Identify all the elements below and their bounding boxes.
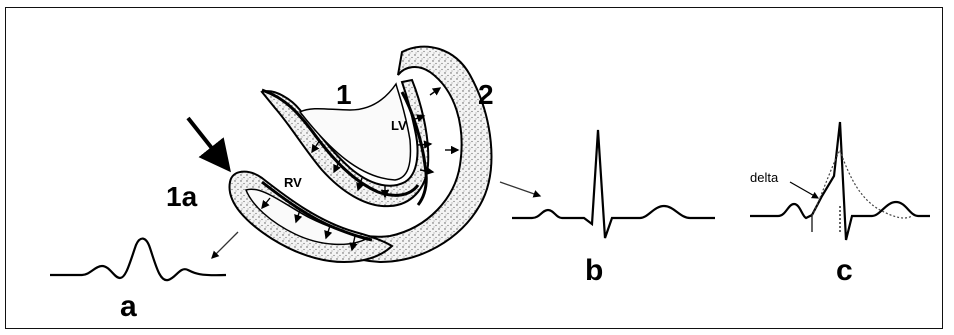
label-rv: RV — [284, 175, 302, 190]
ecg-trace-a — [50, 239, 226, 281]
arrow-to-trace-b — [500, 182, 540, 196]
ecg-trace-b — [512, 130, 715, 238]
label-fiber-1a: 1a — [166, 181, 198, 212]
label-panel-a: a — [120, 290, 137, 323]
arrow-to-trace-a — [212, 232, 238, 258]
label-panel-c: c — [836, 254, 853, 287]
label-fiber-2: 2 — [478, 79, 494, 110]
label-fiber-1: 1 — [336, 79, 352, 110]
accessory-pathway-arrow — [188, 118, 226, 166]
label-panel-b: b — [585, 254, 603, 287]
delta-pointer — [790, 182, 818, 198]
label-lv: LV — [391, 118, 407, 133]
label-delta: delta — [750, 170, 779, 185]
